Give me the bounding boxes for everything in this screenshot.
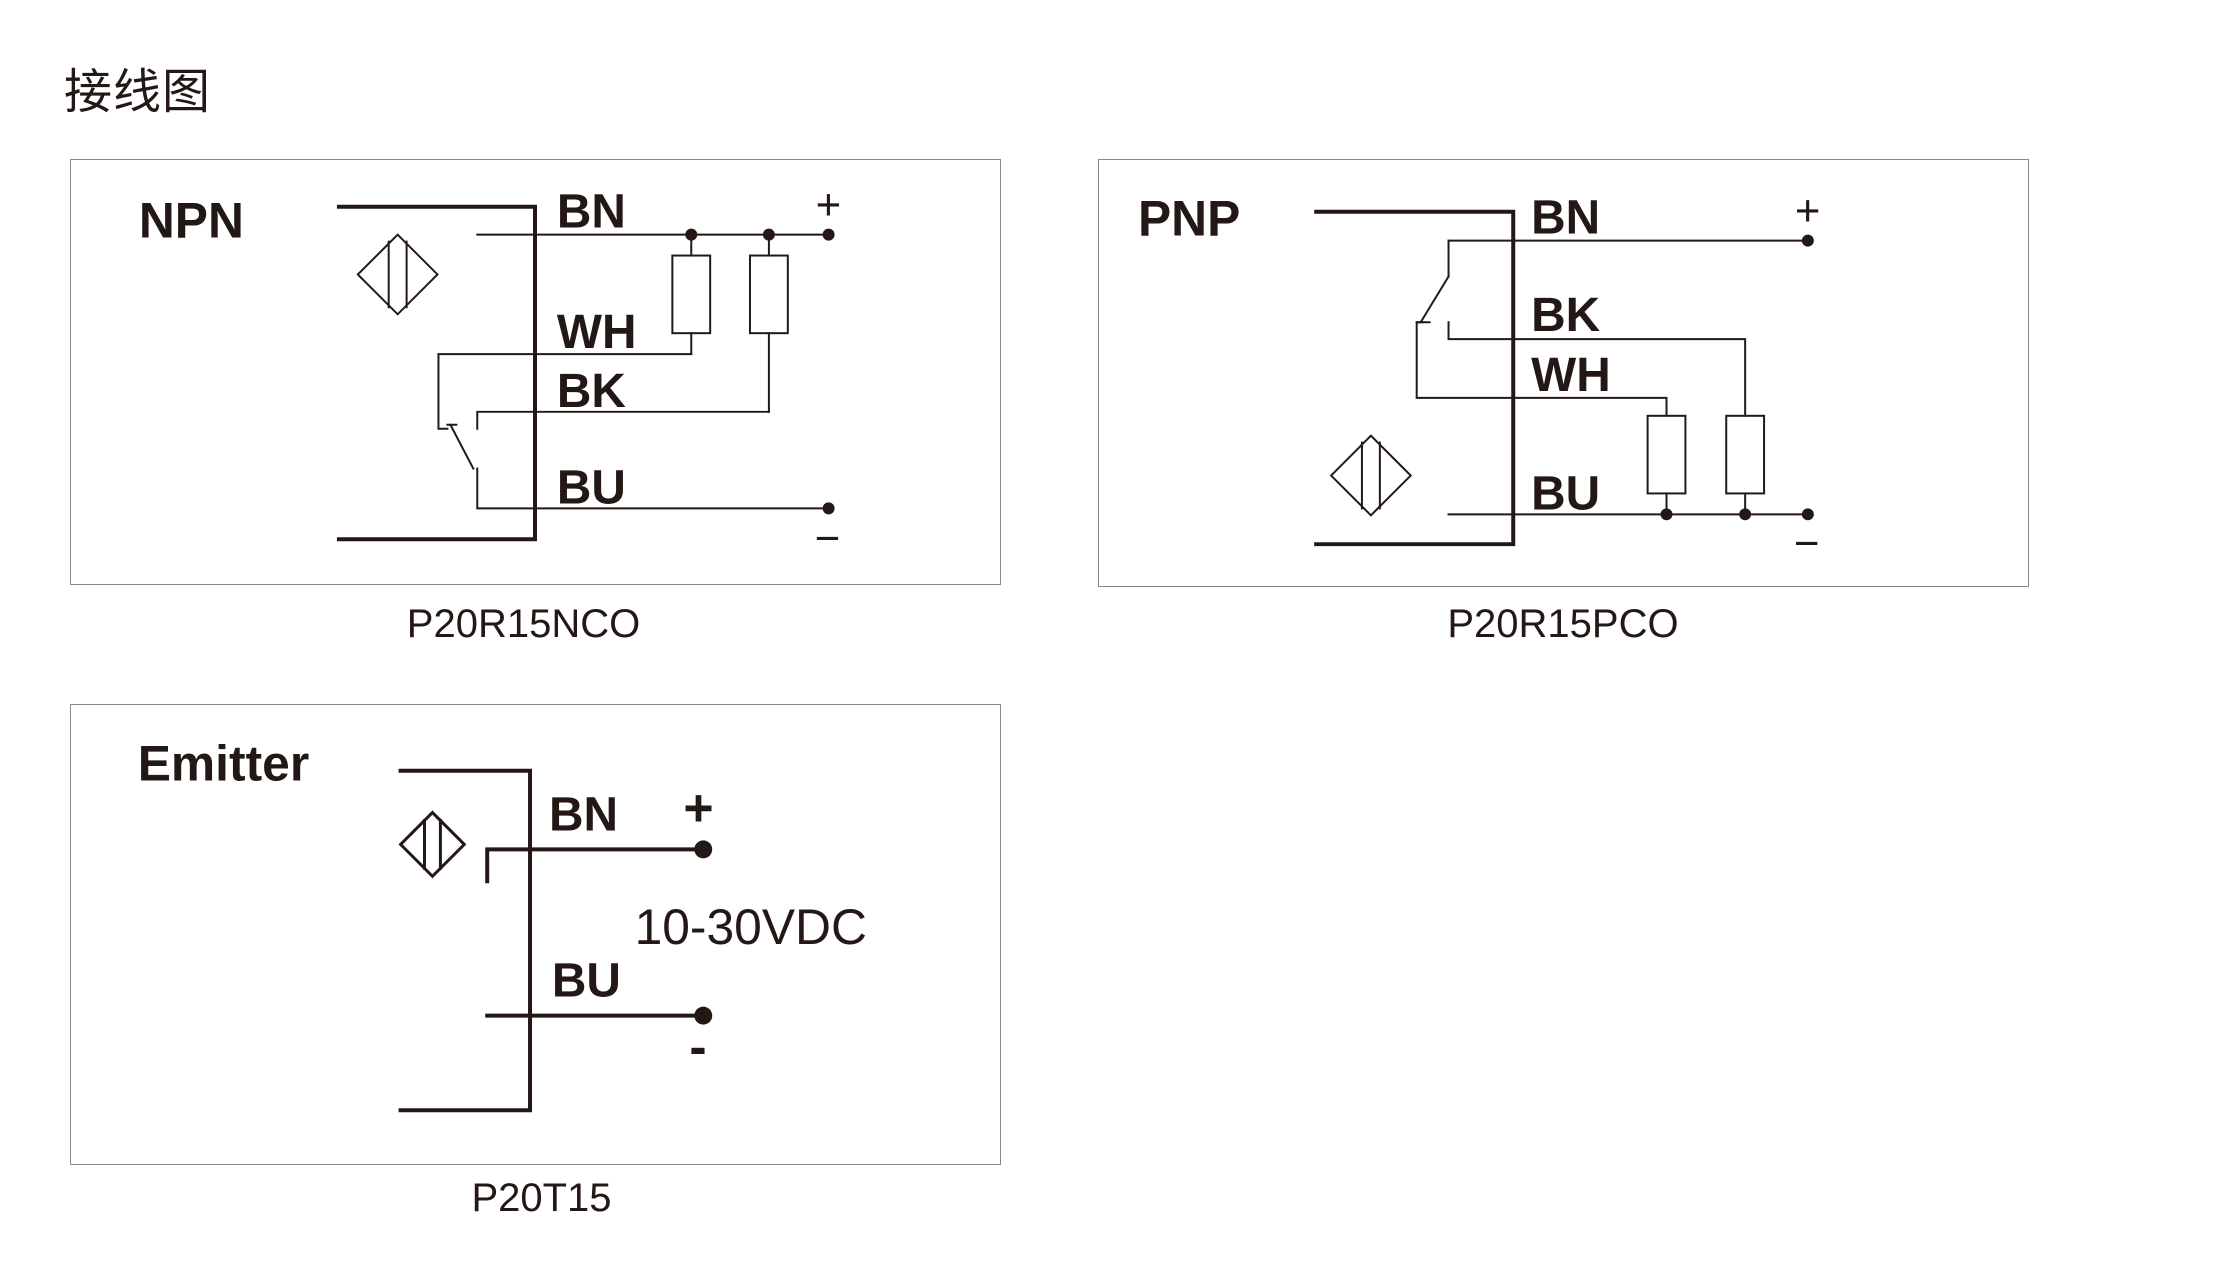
emitter-plus-label: + xyxy=(683,778,713,836)
npn-load-resistor-2 xyxy=(748,254,789,335)
pnp-load-resistor-1 xyxy=(1646,414,1687,495)
pnp-wh-label: WH xyxy=(1531,349,1611,402)
npn-load-resistor-1 xyxy=(671,254,712,335)
pnp-model-caption: P20R15PCO xyxy=(1447,602,1679,646)
pnp-bu-label: BU xyxy=(1531,467,1600,520)
pnp-minus-label: − xyxy=(1794,519,1820,568)
emitter-diagram-panel: Emitter BN BU + - 10-30VDC xyxy=(70,704,1001,1165)
npn-plus-label: + xyxy=(816,181,842,230)
emitter-sensor-symbol xyxy=(398,810,467,879)
pnp-wiring-diagram: PNP BN BK WH BU + − xyxy=(1138,187,1821,568)
pnp-plus-label: + xyxy=(1795,187,1821,236)
npn-sensor-body xyxy=(336,204,537,542)
emitter-supply-voltage-label: 10-30VDC xyxy=(635,899,867,955)
emitter-sensor-body xyxy=(398,768,533,1113)
emitter-bn-wire xyxy=(485,847,704,884)
npn-bu-label: BU xyxy=(557,461,626,514)
pnp-bn-label: BN xyxy=(1531,192,1600,245)
emitter-bn-label: BN xyxy=(549,788,618,841)
pnp-diagram-panel: PNP BN BK WH BU + − xyxy=(1098,159,2029,587)
pnp-switch-contact xyxy=(1419,275,1450,324)
npn-wh-label: WH xyxy=(557,306,637,359)
pnp-sensor-body xyxy=(1314,209,1516,547)
npn-wh-wire xyxy=(437,353,693,430)
npn-switch-contact xyxy=(449,423,475,470)
pnp-load-resistor-2 xyxy=(1725,414,1766,495)
npn-bu-wire xyxy=(476,467,830,510)
pnp-junction-dots xyxy=(1660,234,1814,521)
emitter-wiring-diagram: Emitter BN BU + - 10-30VDC xyxy=(138,736,867,1113)
emitter-terminal-dots xyxy=(694,840,713,1025)
npn-inductive-sensor-symbol xyxy=(356,233,439,316)
npn-diagram-panel: NPN BN WH BK BU + − xyxy=(70,159,1001,585)
npn-model-caption: P20R15NCO xyxy=(406,602,641,646)
npn-minus-label: − xyxy=(815,514,841,563)
emitter-model-caption: P20T15 xyxy=(471,1176,612,1220)
pnp-bk-wire xyxy=(1447,321,1747,417)
npn-type-label: NPN xyxy=(139,193,244,249)
npn-wiring-diagram: NPN BN WH BK BU + − xyxy=(139,181,842,563)
emitter-bu-label: BU xyxy=(552,955,621,1008)
npn-bk-label: BK xyxy=(557,365,626,418)
emitter-type-label: Emitter xyxy=(138,736,309,792)
npn-bk-wire xyxy=(476,410,770,430)
pnp-bk-label: BK xyxy=(1531,289,1600,342)
emitter-minus-label: - xyxy=(689,1017,706,1075)
npn-bn-label: BN xyxy=(557,186,626,239)
page-title: 接线图 xyxy=(64,64,212,120)
pnp-inductive-sensor-symbol xyxy=(1329,434,1413,517)
pnp-type-label: PNP xyxy=(1138,191,1240,247)
npn-junction-dots xyxy=(685,228,835,515)
